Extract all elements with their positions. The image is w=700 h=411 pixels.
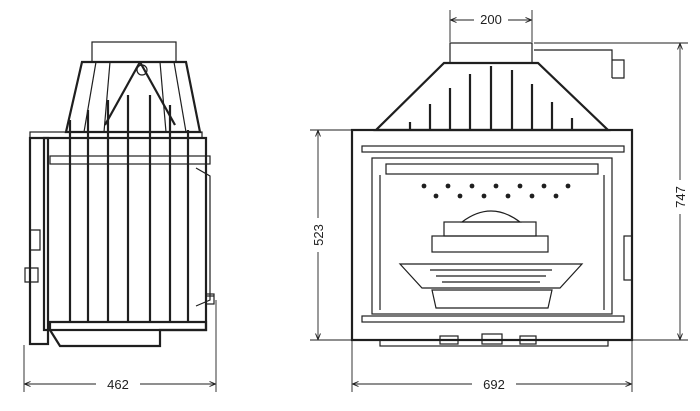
dim-label-total-height: 747 xyxy=(673,186,688,208)
side-grate-rail xyxy=(49,155,211,165)
dim-label-side-width: 462 xyxy=(107,377,129,392)
side-door-handle xyxy=(24,229,41,283)
front-bottom-rail xyxy=(361,315,625,323)
dim-label-front-width: 692 xyxy=(483,377,505,392)
side-view xyxy=(24,41,215,348)
front-hood-slots xyxy=(408,66,574,130)
dim-front-body-height: 523 xyxy=(310,129,352,341)
side-base xyxy=(48,320,208,348)
side-body xyxy=(42,136,208,332)
front-damper-rod xyxy=(534,49,625,79)
front-air-holes xyxy=(421,183,571,199)
front-flue-collar xyxy=(449,42,533,64)
side-vertical-bars xyxy=(68,95,190,322)
front-baffle-plate xyxy=(385,163,599,175)
dim-label-front-body-height: 523 xyxy=(311,224,326,246)
front-glass-window xyxy=(371,157,613,315)
dim-flue-width: 200 xyxy=(449,10,533,42)
side-door-frame xyxy=(28,136,50,346)
dim-total-height: 747 xyxy=(534,42,688,341)
front-burner xyxy=(398,210,584,309)
dim-side-width: 462 xyxy=(23,300,217,392)
dim-front-width: 692 xyxy=(351,340,633,392)
front-top-rail xyxy=(361,145,625,153)
front-base-controls xyxy=(379,333,609,347)
side-flue-collar xyxy=(91,41,177,63)
side-damper-lever xyxy=(104,61,141,126)
side-damper-pivot xyxy=(136,64,148,76)
dim-label-flue-width: 200 xyxy=(480,12,502,27)
side-rear-tab xyxy=(205,293,215,305)
side-right-panel xyxy=(195,167,211,307)
front-side-tab xyxy=(623,235,633,281)
front-view xyxy=(350,42,634,347)
side-hood-baffles xyxy=(83,61,187,133)
